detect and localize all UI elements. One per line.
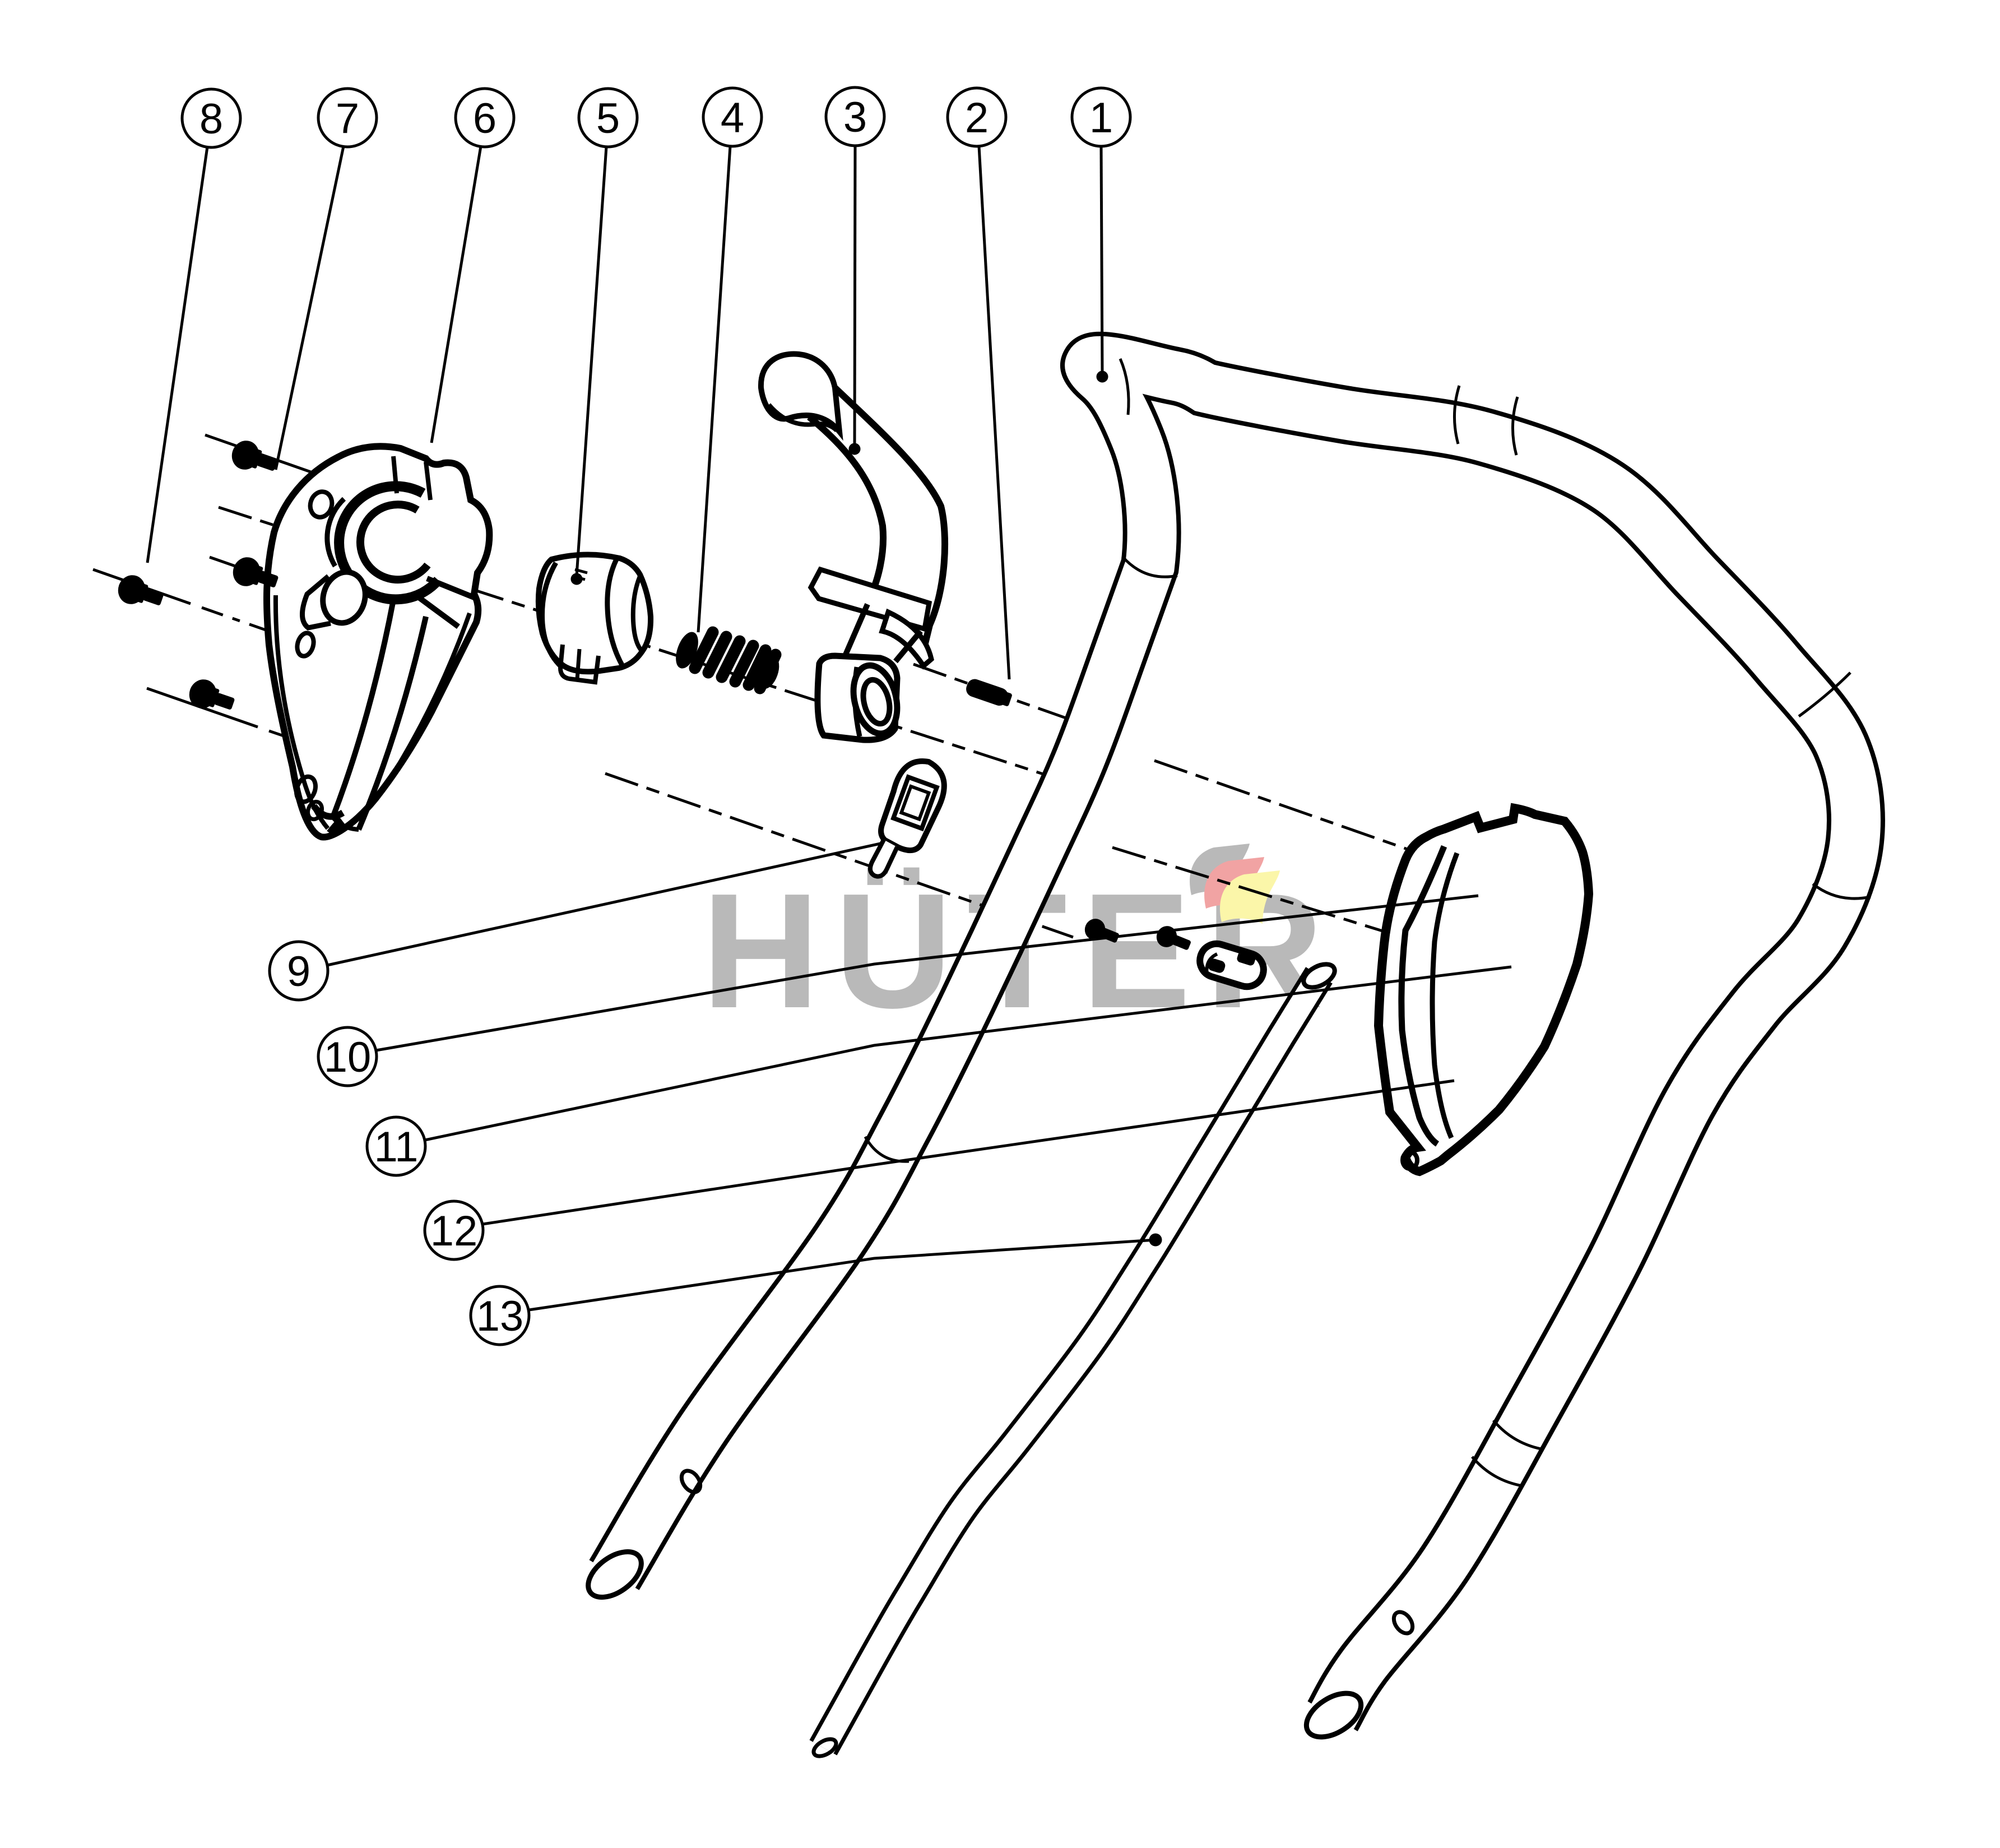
svg-text:6: 6 [473,95,496,142]
svg-text:8: 8 [199,95,223,143]
svg-text:12: 12 [430,1207,478,1255]
svg-text:9: 9 [287,948,310,995]
svg-text:7: 7 [336,95,359,142]
svg-text:13: 13 [476,1293,524,1340]
svg-text:11: 11 [374,1123,419,1171]
svg-text:2: 2 [965,94,989,142]
svg-text:1: 1 [1089,94,1113,142]
svg-text:5: 5 [596,95,620,142]
svg-text:10: 10 [324,1034,372,1081]
svg-text:3: 3 [843,94,867,141]
svg-text:4: 4 [721,94,744,142]
